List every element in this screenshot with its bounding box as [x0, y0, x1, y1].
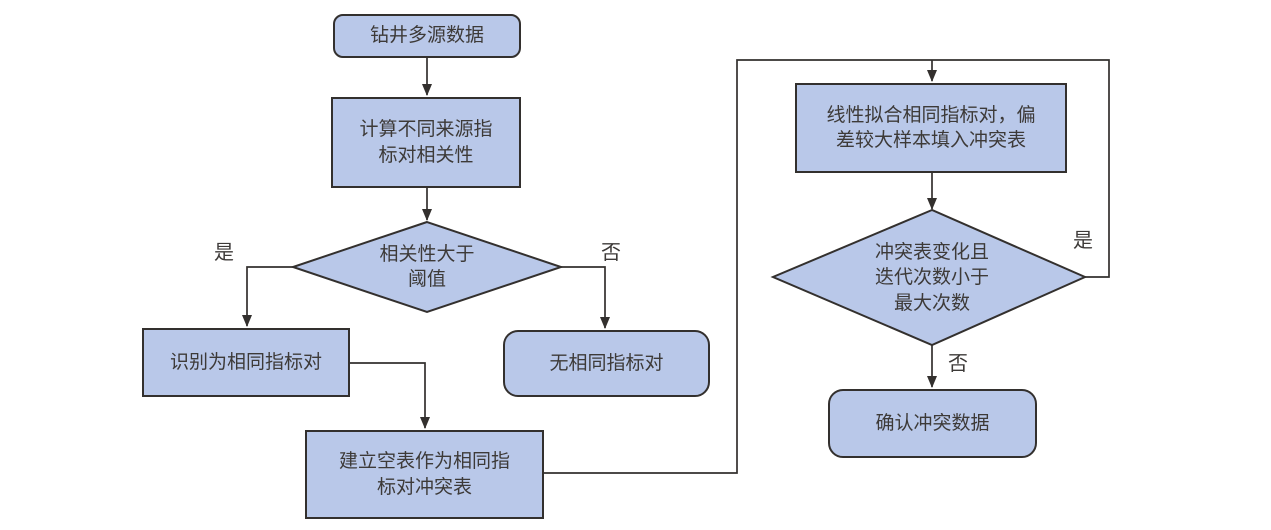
node-label: 确认冲突数据	[875, 412, 990, 434]
node-same-indicator-pair: 识别为相同指标对	[142, 328, 350, 397]
edge-decision1-no-to-no-same-pair	[561, 266, 610, 329]
edge-label-yes-right: 是	[1073, 230, 1093, 252]
node-label-line1: 相关性大于	[379, 243, 475, 265]
node-label-line1: 线性拟合相同指标对，偏	[826, 104, 1036, 126]
node-label: 无相同指标对	[549, 352, 664, 374]
node-label-line1: 冲突表变化且	[874, 242, 989, 264]
node-label-line2: 标对相关性	[378, 144, 474, 166]
node-decision-iterate: 冲突表变化且 迭代次数小于 最大次数	[822, 236, 1042, 320]
node-confirm-conflict-data: 确认冲突数据	[828, 389, 1037, 458]
edge-create-table-to-junction	[544, 59, 932, 474]
decision2-diamond-shape	[770, 208, 1088, 347]
node-label-line1: 建立空表作为相同指	[338, 451, 510, 473]
node-label-line2: 阈值	[407, 269, 446, 290]
edge-decision2-yes-loop	[932, 59, 1110, 278]
edge-label-yes-left: 是	[214, 242, 234, 264]
edge-label-no-right: 否	[948, 353, 968, 375]
node-label-line2: 标对冲突表	[376, 476, 472, 498]
node-create-conflict-table: 建立空表作为相同指 标对冲突表	[305, 430, 544, 519]
node-no-same-indicator-pair: 无相同指标对	[503, 330, 710, 397]
node-label-line1: 计算不同来源指	[359, 119, 493, 141]
node-label: 钻井多源数据	[369, 25, 484, 47]
node-label-line3: 最大次数	[893, 292, 970, 314]
node-compute-correlation: 计算不同来源指 标对相关性	[331, 97, 521, 188]
node-label-line2: 迭代次数小于	[874, 267, 989, 289]
edge-decision1-yes-to-same-pair	[242, 266, 293, 327]
node-decision-threshold: 相关性大于 阈值	[317, 234, 537, 300]
edge-same-pair-to-create-table	[350, 362, 430, 429]
node-label-line2: 差较大样本填入冲突表	[835, 130, 1026, 151]
node-label: 识别为相同指标对	[169, 351, 322, 373]
node-start-drilling-multisource-data: 钻井多源数据	[333, 14, 521, 58]
edge-label-no-left: 否	[601, 242, 621, 264]
decision1-diamond-shape	[289, 220, 565, 314]
node-linear-fit: 线性拟合相同指标对，偏 差较大样本填入冲突表	[795, 83, 1067, 173]
